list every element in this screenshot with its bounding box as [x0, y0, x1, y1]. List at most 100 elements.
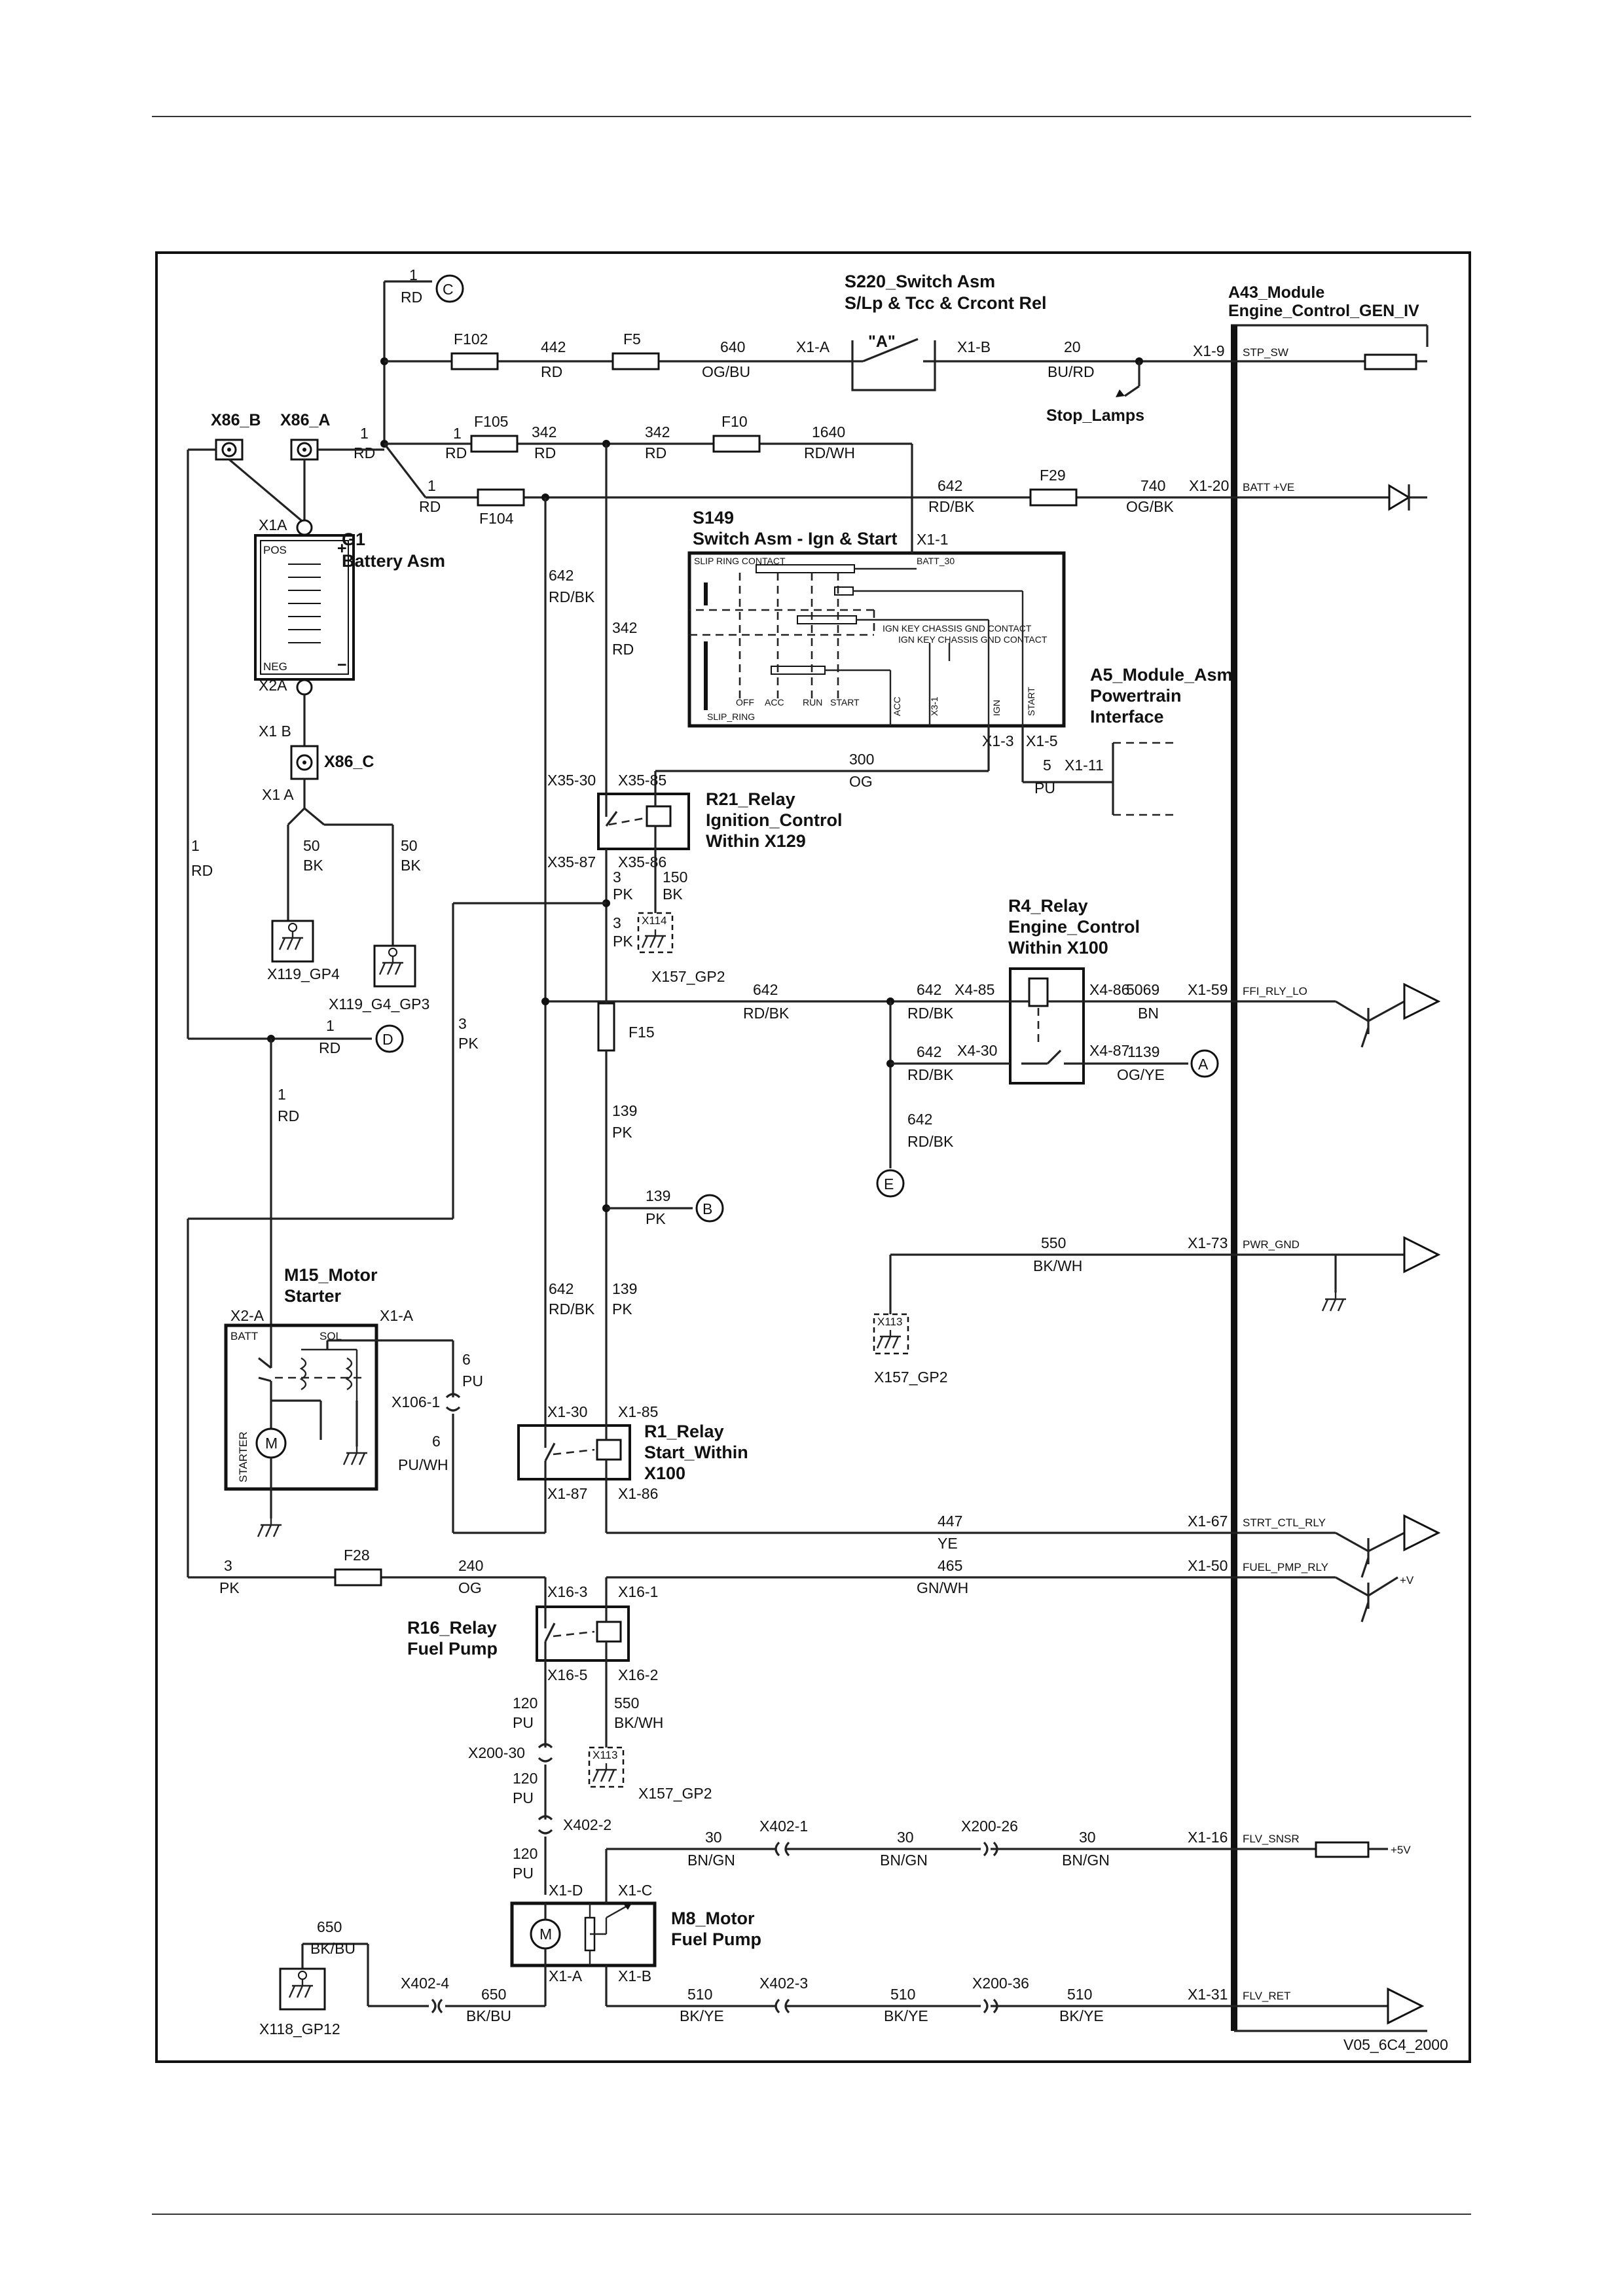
svg-text:"A": "A"	[868, 332, 896, 351]
svg-text:+V: +V	[1400, 1574, 1414, 1587]
ecm-subtitle: Engine_Control_GEN_IV	[1228, 302, 1419, 320]
svg-text:C: C	[443, 281, 454, 298]
svg-text:X4-87: X4-87	[1089, 1042, 1129, 1059]
svg-text:X2-A: X2-A	[230, 1307, 264, 1324]
fuse-f15	[597, 1002, 615, 1052]
svg-text:RD: RD	[191, 862, 213, 879]
svg-text:X1-87: X1-87	[547, 1485, 587, 1502]
svg-text:PK: PK	[458, 1035, 479, 1052]
svg-text:30: 30	[705, 1829, 722, 1846]
ground-x157-gp2-c: X113 X157_GP2	[588, 1746, 712, 1802]
svg-text:X1-20: X1-20	[1189, 477, 1229, 494]
svg-text:1139: 1139	[1127, 1043, 1159, 1060]
svg-text:X35-85: X35-85	[618, 772, 666, 789]
svg-text:OG/YE: OG/YE	[1117, 1066, 1165, 1083]
svg-text:BATT_30: BATT_30	[917, 556, 955, 566]
svg-text:BK/YE: BK/YE	[680, 2007, 724, 2024]
svg-text:X4-30: X4-30	[957, 1042, 997, 1059]
motor-m15: M15_Motor Starter X2-A X1-A BATT SOL M S…	[224, 1265, 414, 1538]
svg-text:STARTER: STARTER	[237, 1431, 249, 1482]
svg-text:F104: F104	[479, 510, 514, 527]
svg-text:3: 3	[613, 914, 621, 931]
svg-text:X35-87: X35-87	[547, 853, 596, 870]
svg-text:R1_Relay: R1_Relay	[644, 1422, 724, 1441]
svg-text:510: 510	[687, 1986, 712, 2003]
svg-text:X4-85: X4-85	[955, 981, 994, 998]
svg-text:1: 1	[428, 477, 436, 494]
svg-text:30: 30	[897, 1829, 914, 1846]
svg-text:F5: F5	[623, 331, 641, 348]
svg-text:X86_B: X86_B	[211, 411, 261, 429]
svg-text:BATT: BATT	[230, 1330, 258, 1342]
svg-text:1: 1	[360, 425, 369, 442]
svg-text:1: 1	[278, 1086, 286, 1103]
svg-text:PU: PU	[1034, 780, 1055, 797]
svg-text:5069: 5069	[1126, 981, 1159, 998]
svg-text:Starter: Starter	[284, 1286, 342, 1306]
svg-text:BN/GN: BN/GN	[1062, 1852, 1110, 1869]
svg-text:X16-3: X16-3	[547, 1583, 587, 1600]
svg-text:442: 442	[541, 338, 566, 355]
svg-text:PK: PK	[613, 933, 633, 950]
svg-text:FLV_RET: FLV_RET	[1243, 1990, 1290, 2002]
svg-text:X119_G4_GP3: X119_G4_GP3	[329, 996, 429, 1013]
svg-text:RD: RD	[419, 498, 441, 515]
svg-text:OFF: OFF	[736, 697, 754, 708]
connector-e	[876, 1169, 905, 1198]
svg-text:Within X129: Within X129	[706, 831, 806, 851]
svg-text:1640: 1640	[812, 423, 845, 440]
svg-text:X1-50: X1-50	[1188, 1557, 1228, 1574]
svg-text:OG: OG	[849, 773, 873, 790]
svg-text:BK/BU: BK/BU	[310, 1940, 356, 1957]
svg-text:150: 150	[663, 869, 687, 886]
svg-text:D: D	[382, 1031, 393, 1048]
svg-text:X119_GP4: X119_GP4	[267, 965, 340, 982]
svg-text:START: START	[1026, 687, 1036, 716]
svg-text:A: A	[1198, 1056, 1209, 1073]
svg-text:X200-26: X200-26	[961, 1818, 1018, 1835]
svg-text:RD: RD	[278, 1107, 299, 1124]
svg-text:740: 740	[1140, 477, 1165, 494]
svg-text:642: 642	[917, 1043, 941, 1060]
ground-x119-gp4: X119_GP4	[267, 920, 340, 982]
svg-text:RD/BK: RD/BK	[907, 1066, 954, 1083]
connector-b	[695, 1194, 724, 1223]
svg-text:R4_Relay: R4_Relay	[1008, 896, 1088, 916]
svg-text:Start_Within: Start_Within	[644, 1443, 748, 1462]
svg-text:IGN KEY CHASSIS GND CONTACT: IGN KEY CHASSIS GND CONTACT	[898, 634, 1048, 645]
svg-text:R21_Relay: R21_Relay	[706, 789, 795, 809]
svg-text:20: 20	[1064, 338, 1081, 355]
fuse-f28	[334, 1568, 382, 1587]
svg-text:X16-2: X16-2	[618, 1666, 658, 1683]
svg-text:M: M	[265, 1435, 278, 1452]
svg-text:642: 642	[938, 477, 962, 494]
svg-text:X1-5: X1-5	[1026, 732, 1058, 749]
svg-text:+5V: +5V	[1391, 1844, 1411, 1856]
relay-r16: X16-3 X16-1 X16-5 X16-2 R16_Relay Fuel P…	[407, 1577, 658, 1748]
svg-text:Engine_Control: Engine_Control	[1008, 917, 1140, 937]
svg-text:465: 465	[938, 1557, 962, 1574]
svg-text:S220_Switch Asm: S220_Switch Asm	[845, 272, 995, 291]
svg-text:642: 642	[753, 981, 778, 998]
svg-text:X35-86: X35-86	[618, 853, 666, 870]
svg-text:SLIP_RING: SLIP_RING	[707, 711, 755, 722]
svg-text:X1A: X1A	[259, 516, 287, 533]
svg-text:X402-2: X402-2	[563, 1816, 611, 1833]
svg-text:1: 1	[409, 266, 418, 283]
svg-text:PK: PK	[612, 1124, 632, 1141]
ecm-pin-x1-50: X1-50 FUEL_PMP_RLY +V	[1188, 1557, 1414, 1623]
svg-text:X86_A: X86_A	[280, 411, 330, 429]
svg-text:−: −	[337, 656, 347, 674]
svg-text:RD: RD	[319, 1039, 340, 1056]
svg-text:START: START	[830, 697, 860, 708]
svg-text:Within X100: Within X100	[1008, 938, 1108, 958]
svg-text:X2A: X2A	[259, 677, 287, 694]
svg-text:OG/BU: OG/BU	[702, 363, 750, 380]
ground-x119-g4-gp3: X119_G4_GP3	[329, 944, 429, 1013]
svg-text:BK/WH: BK/WH	[1033, 1257, 1082, 1274]
fuse-f102	[450, 352, 499, 370]
svg-text:X402-3: X402-3	[759, 1975, 808, 1992]
fuse-f10	[712, 435, 761, 453]
svg-text:X157_GP2: X157_GP2	[638, 1785, 712, 1802]
